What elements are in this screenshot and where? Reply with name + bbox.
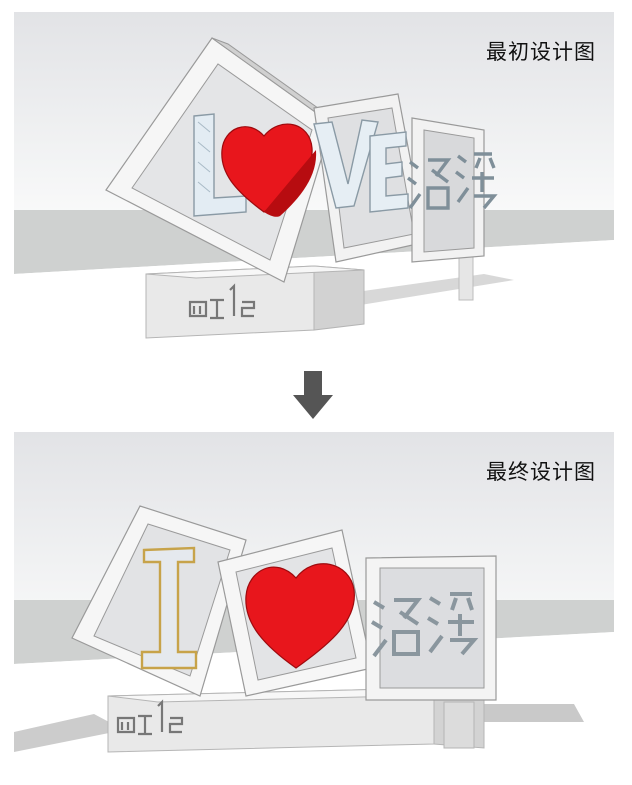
heart-sculpture (245, 563, 355, 669)
final-sculpture-render (14, 505, 614, 772)
initial-design-label: 最初设计图 (486, 40, 596, 64)
down-arrow-icon (293, 371, 333, 419)
letters-v-e (313, 119, 409, 213)
base-logo (188, 283, 256, 320)
chinese-characters-luoxi (406, 152, 498, 210)
final-design-label: 最终设计图 (486, 460, 596, 484)
letter-i (140, 546, 198, 670)
initial-sculpture-render (14, 37, 614, 350)
base-logo (116, 699, 184, 736)
chinese-characters-luoxi (370, 592, 479, 658)
base-block (145, 265, 365, 339)
initial-design-panel: 最初设计图 (14, 12, 614, 350)
final-design-panel: 最终设计图 (14, 432, 614, 772)
right-frame (365, 555, 497, 701)
